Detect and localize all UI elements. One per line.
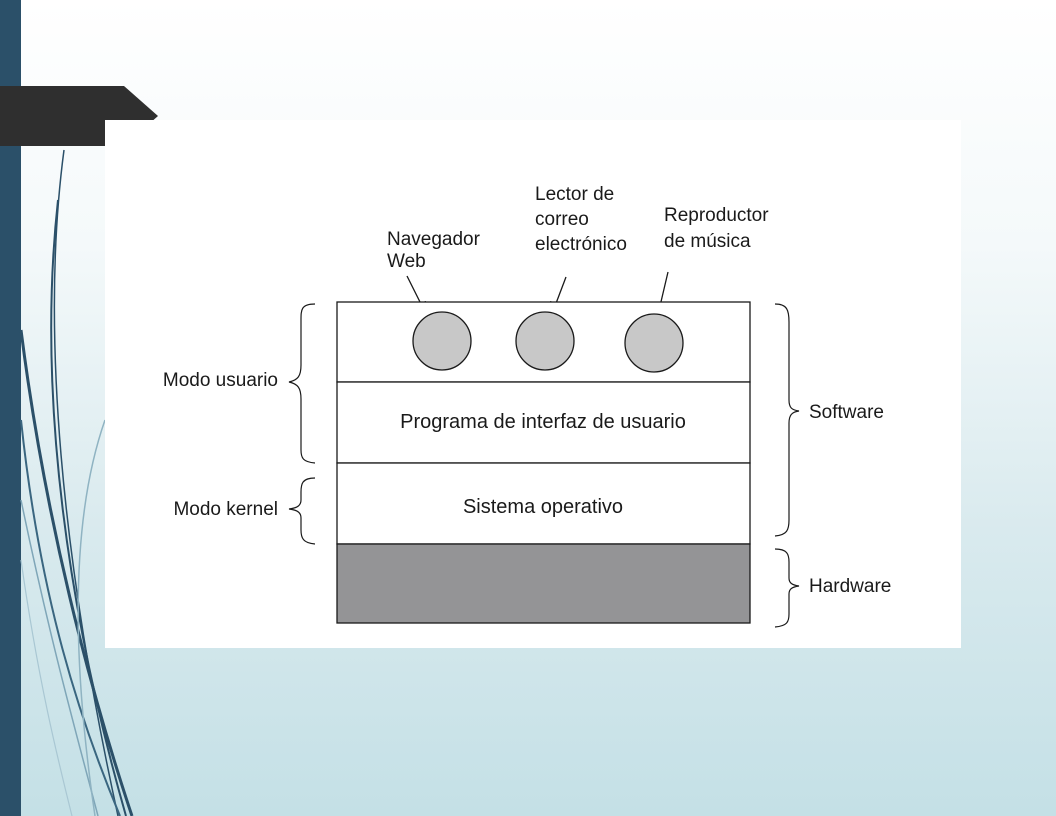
ui-program-label: Programa de interfaz de usuario — [400, 411, 686, 433]
software-label: Software — [809, 402, 884, 423]
os-label: Sistema operativo — [463, 496, 623, 518]
software-bracket — [774, 303, 800, 537]
ui-program-layer — [336, 381, 751, 464]
kernel-mode-label: Modo kernel — [173, 499, 278, 520]
app-label-mail: Lector de correo electrónico — [535, 184, 627, 255]
hardware-layer — [336, 543, 751, 624]
kernel-mode-bracket — [288, 477, 316, 545]
app-circle-music — [624, 313, 684, 373]
app-label-music: Reproductor de música — [664, 205, 774, 252]
app-circle-mail — [515, 311, 575, 371]
user-mode-bracket — [288, 303, 316, 464]
os-layers-diagram: Navegador Web Lector de correo electróni… — [105, 120, 961, 648]
hardware-bracket — [774, 548, 800, 628]
hardware-label: Hardware — [809, 576, 891, 597]
app-circle-browser — [412, 311, 472, 371]
app-label-browser: Navegador Web — [387, 229, 485, 272]
decorative-swooshes — [19, 149, 134, 816]
os-layer — [336, 462, 751, 545]
user-mode-label: Modo usuario — [163, 370, 278, 391]
slide-side-bar — [0, 0, 21, 816]
